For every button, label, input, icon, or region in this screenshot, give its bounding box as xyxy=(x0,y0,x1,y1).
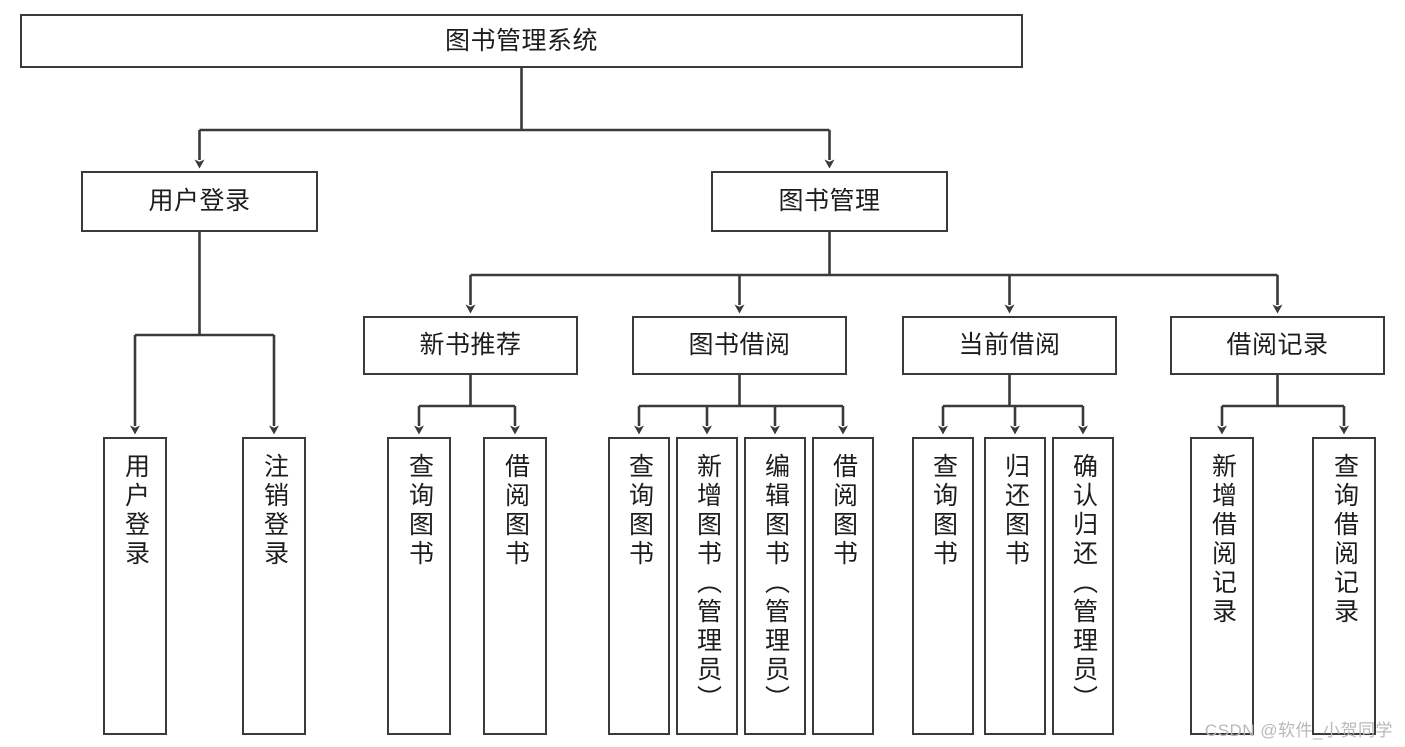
node-l1[interactable]: 用户登录 xyxy=(103,437,167,735)
node-label: 编辑图书（管理员） xyxy=(761,453,790,714)
node-records[interactable]: 借阅记录 xyxy=(1170,316,1385,375)
node-label: 用户登录 xyxy=(121,453,150,569)
node-l5[interactable]: 查询图书 xyxy=(608,437,670,735)
node-label: 当前借阅 xyxy=(958,331,1061,359)
node-l11[interactable]: 确认归还（管理员） xyxy=(1052,437,1114,735)
node-l13[interactable]: 查询借阅记录 xyxy=(1312,437,1376,735)
node-borrow[interactable]: 图书借阅 xyxy=(632,316,847,375)
node-label: 新增借阅记录 xyxy=(1208,453,1237,627)
node-l7[interactable]: 编辑图书（管理员） xyxy=(744,437,806,735)
node-label: 查询图书 xyxy=(929,453,958,569)
node-label: 借阅记录 xyxy=(1226,331,1329,359)
node-label: 新书推荐 xyxy=(419,331,522,359)
node-current[interactable]: 当前借阅 xyxy=(902,316,1117,375)
node-label: 归还图书 xyxy=(1001,453,1030,569)
node-l8[interactable]: 借阅图书 xyxy=(812,437,874,735)
node-label: 注销登录 xyxy=(260,453,289,569)
node-l6[interactable]: 新增图书（管理员） xyxy=(676,437,738,735)
node-label: 查询图书 xyxy=(625,453,654,569)
node-label: 借阅图书 xyxy=(829,453,858,569)
node-label: 图书管理 xyxy=(778,187,881,215)
node-label: 借阅图书 xyxy=(501,453,530,569)
node-l4[interactable]: 借阅图书 xyxy=(483,437,547,735)
node-label: 查询借阅记录 xyxy=(1330,453,1359,627)
node-l9[interactable]: 查询图书 xyxy=(912,437,974,735)
node-root[interactable]: 图书管理系统 xyxy=(20,14,1023,68)
node-label: 新增图书（管理员） xyxy=(693,453,722,714)
watermark: CSDN @软件_小贺同学 xyxy=(1204,721,1393,740)
node-l3[interactable]: 查询图书 xyxy=(387,437,451,735)
node-label: 确认归还（管理员） xyxy=(1069,453,1098,714)
node-newbook[interactable]: 新书推荐 xyxy=(363,316,578,375)
node-l2[interactable]: 注销登录 xyxy=(242,437,306,735)
node-label: 图书借阅 xyxy=(688,331,791,359)
node-label: 查询图书 xyxy=(405,453,434,569)
node-bookmgmt[interactable]: 图书管理 xyxy=(711,171,948,232)
node-label: 图书管理系统 xyxy=(444,26,598,55)
node-label: 用户登录 xyxy=(148,187,251,215)
node-login[interactable]: 用户登录 xyxy=(81,171,318,232)
node-l10[interactable]: 归还图书 xyxy=(984,437,1046,735)
node-l12[interactable]: 新增借阅记录 xyxy=(1190,437,1254,735)
